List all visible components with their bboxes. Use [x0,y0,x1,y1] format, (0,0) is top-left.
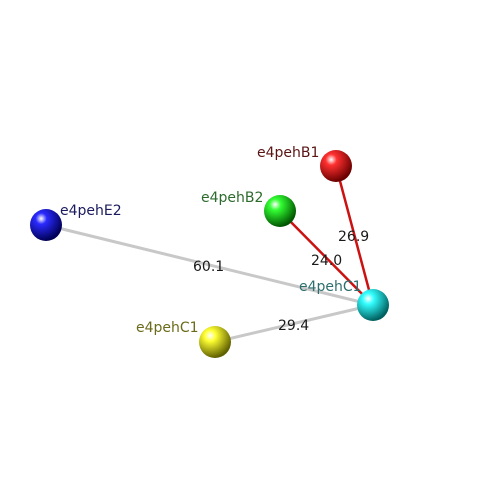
node-b1[interactable] [320,150,352,182]
node-label-c1b: e4pehC1 [136,320,199,336]
node-label-e2: e4pehE2 [60,203,122,219]
edge-label-e2-c1a: 60.1 [193,259,224,275]
node-c1b[interactable] [199,326,231,358]
node-label-b2: e4pehB2 [201,190,263,206]
node-labels: e4pehB1 e4pehB2 e4pehE2 e4pehC1 e4pehC1 [60,145,362,336]
edge-c1b-c1a [214,303,374,344]
node-e2[interactable] [30,209,62,241]
edges [45,165,375,344]
node-label-b1: e4pehB1 [257,145,319,161]
edge-labels: 60.1 24.0 26.9 29.4 [193,229,369,334]
edge-b1-c1a [334,165,375,306]
edge-label-b1-c1a: 26.9 [338,229,369,245]
edge-e2-c1a [45,223,374,307]
node-b2[interactable] [264,195,296,227]
edge-b2-c1a [279,210,374,306]
node-c1a[interactable] [357,289,389,321]
edge-label-b2-c1a: 24.0 [311,253,342,269]
node-label-c1a: e4pehC1 [299,279,362,295]
nodes [30,150,389,358]
edge-label-c1b-c1a: 29.4 [278,318,309,334]
